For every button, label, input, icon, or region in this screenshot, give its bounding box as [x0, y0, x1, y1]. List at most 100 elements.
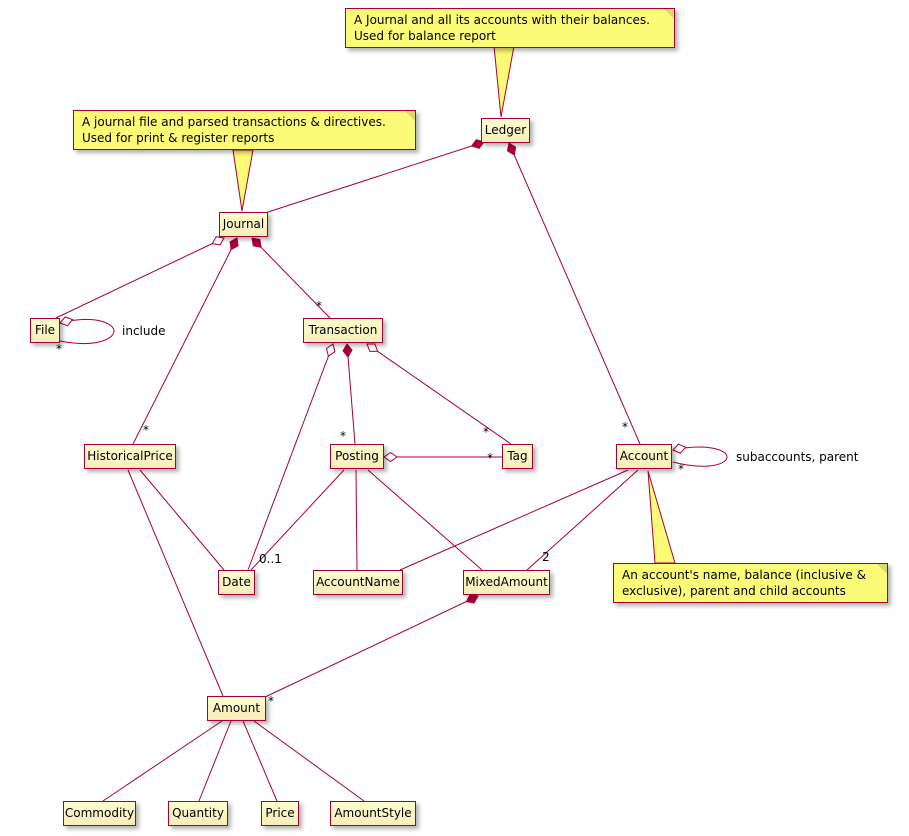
- node-quantity: Quantity: [168, 801, 228, 826]
- edge-line: [253, 720, 365, 802]
- node-label: Ledger: [484, 123, 527, 137]
- composition-diamond-icon: [465, 594, 479, 604]
- node-label: Account: [619, 449, 669, 463]
- node-transaction: Transaction: [303, 318, 383, 343]
- note-connector: [493, 45, 515, 118]
- node-journal: Journal: [219, 212, 268, 237]
- edge-posting-accountname: [355, 469, 358, 571]
- edge-mixedamount-amount: *: [262, 594, 479, 708]
- note-line: A journal file and parsed transactions &…: [82, 115, 386, 129]
- note-line: A Journal and all its accounts with thei…: [354, 13, 650, 27]
- note-line: Used for balance report: [354, 29, 496, 43]
- edge-account-accountname: [399, 469, 629, 571]
- multiplicity-label: 2: [542, 550, 550, 564]
- edge-posting-date: 0..1: [250, 469, 345, 571]
- node-label: MixedAmount: [465, 575, 548, 589]
- composition-diamond-icon: [470, 139, 485, 149]
- edge-amount-amountstyle: [253, 720, 365, 802]
- composition-diamond-icon: [229, 237, 239, 251]
- node-label: AmountStyle: [334, 806, 412, 820]
- edge-line: [526, 469, 639, 571]
- edge-line: [198, 720, 232, 802]
- node-accountname: AccountName: [313, 570, 403, 595]
- node-label: Date: [222, 575, 251, 589]
- note-fold-icon: [877, 564, 887, 574]
- node-label: Transaction: [308, 323, 378, 337]
- aggregation-diamond-icon: [211, 236, 225, 246]
- edge-line: [250, 469, 345, 571]
- edge-ledger-journal: [264, 139, 485, 214]
- aggregation-diamond-icon: [383, 451, 398, 463]
- edge-file-file: * include: [56, 316, 165, 356]
- node-label: Commodity: [64, 806, 135, 820]
- edge-line: [247, 343, 334, 571]
- node-label: AccountName: [316, 575, 400, 589]
- node-amount: Amount: [207, 696, 266, 721]
- edge-transaction-posting: *: [340, 343, 356, 445]
- note-line: Used for print & register reports: [82, 131, 275, 145]
- note-ledger: A Journal and all its accounts with thei…: [345, 8, 675, 48]
- edge-transaction-tag: *: [366, 343, 512, 445]
- aggregation-diamond-icon: [325, 343, 336, 358]
- self-loop-line: [59, 319, 115, 344]
- node-label: Journal: [222, 217, 265, 231]
- edge-historicalprice-date: [139, 469, 225, 571]
- edge-account-mixedamount: 2: [526, 469, 639, 571]
- composition-diamond-icon: [342, 343, 353, 358]
- edge-amount-quantity: [198, 720, 232, 802]
- node-posting: Posting: [330, 444, 384, 469]
- multiplicity-label: *: [268, 694, 274, 708]
- node-commodity: Commodity: [63, 801, 136, 826]
- edge-posting-mixedamount: [367, 469, 483, 571]
- edge-posting-tag: *: [383, 451, 502, 465]
- edge-account-account: * subaccounts, parent: [672, 443, 859, 476]
- node-account: Account: [616, 444, 672, 469]
- multiplicity-label: *: [678, 462, 684, 476]
- edge-journal-file: [55, 236, 225, 319]
- composition-diamond-icon: [506, 142, 517, 156]
- edge-label: subaccounts, parent: [736, 450, 859, 464]
- edge-transaction-date: [247, 343, 336, 571]
- note-line: An account's name, balance (inclusive &: [622, 568, 866, 582]
- node-label: Quantity: [172, 806, 224, 820]
- edge-line: [127, 469, 224, 697]
- note-account: An account's name, balance (inclusive & e…: [613, 563, 888, 603]
- aggregation-diamond-icon: [59, 316, 74, 327]
- note-line: exclusive), parent and child accounts: [622, 584, 846, 598]
- edge-label: include: [122, 324, 165, 338]
- node-label: Posting: [335, 449, 379, 463]
- node-label: HistoricalPrice: [87, 449, 173, 463]
- edge-line: [355, 469, 358, 571]
- node-tag: Tag: [502, 444, 533, 469]
- note-fold-icon: [405, 111, 415, 121]
- note-connector: [647, 470, 676, 564]
- edge-line: [55, 237, 225, 319]
- edge-line: [139, 469, 225, 571]
- multiplicity-label: *: [622, 420, 628, 434]
- edge-amount-commodity: [102, 720, 223, 802]
- edge-ledger-account: *: [506, 142, 641, 445]
- note-connector: [232, 149, 254, 212]
- node-label: File: [34, 323, 56, 337]
- note-journal: A journal file and parsed transactions &…: [73, 110, 416, 150]
- multiplicity-label: *: [56, 342, 62, 356]
- multiplicity-label: *: [487, 451, 493, 465]
- edge-line: [399, 469, 629, 571]
- edge-line: [242, 720, 278, 802]
- edge-line: [264, 141, 485, 214]
- edge-line: [262, 595, 479, 699]
- edge-journal-historicalprice: *: [132, 237, 239, 445]
- multiplicity-label: *: [316, 299, 322, 313]
- edge-line: [367, 469, 483, 571]
- composition-diamond-icon: [251, 237, 262, 248]
- node-amountstyle: AmountStyle: [330, 801, 416, 826]
- multiplicity-label: *: [483, 425, 489, 439]
- node-file: File: [30, 318, 60, 343]
- edge-journal-transaction: *: [251, 237, 331, 319]
- node-label: Tag: [507, 449, 528, 463]
- edge-line: [251, 237, 331, 319]
- aggregation-diamond-icon: [366, 343, 379, 352]
- edge-line: [346, 343, 356, 445]
- node-historicalprice: HistoricalPrice: [84, 444, 176, 469]
